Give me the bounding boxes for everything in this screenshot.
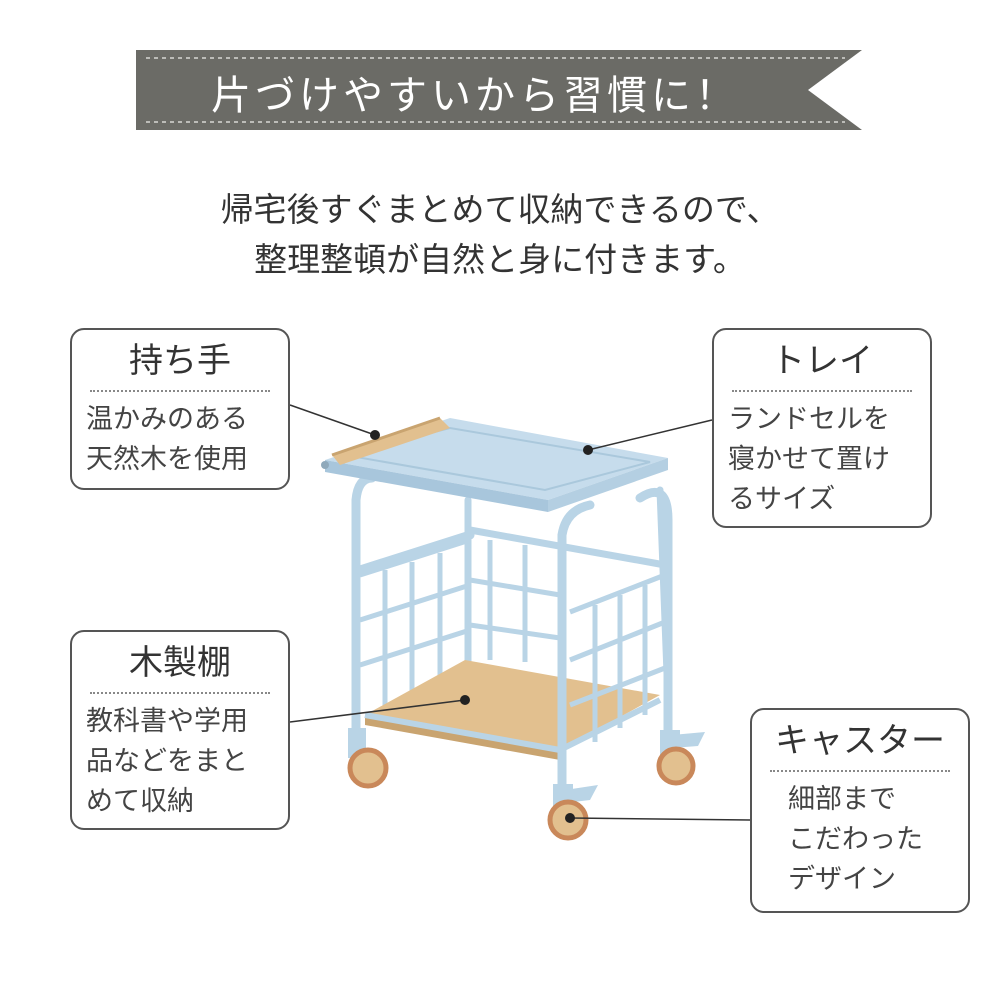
callout-shelf-line-1: 教科書や学用 <box>86 706 248 737</box>
wood-handle <box>331 416 450 465</box>
intro-line-2: 整理整頓が自然と身に付きます。 <box>254 240 746 279</box>
callout-shelf-body: 教科書や学用 品などをまと めて収納 <box>86 702 274 822</box>
front-frame <box>351 473 673 795</box>
caster-front-right <box>547 784 598 841</box>
wood-shelf <box>364 660 662 760</box>
callout-shelf-title: 木製棚 <box>90 640 270 694</box>
callout-tray-line-1: ランドセルを <box>728 404 890 435</box>
callout-caster-title: キャスター <box>770 718 950 772</box>
callout-shelf-line-2: 品などをまと <box>86 746 248 777</box>
left-grid <box>359 537 471 715</box>
callout-tray-line-3: るサイズ <box>728 484 836 515</box>
callout-caster-line-3: デザイン <box>788 864 896 895</box>
callout-shelf: 木製棚 教科書や学用 品などをまと めて収納 <box>70 630 290 830</box>
callout-handle-line-1: 温かみのある <box>86 404 248 435</box>
callout-shelf-line-3: めて収納 <box>86 786 194 817</box>
callout-tray-title: トレイ <box>732 338 912 392</box>
leader-lines <box>289 404 751 821</box>
callout-tray-line-2: 寝かせて置け <box>728 444 890 475</box>
caster-front-left <box>347 728 389 789</box>
callout-handle-line-2: 天然木を使用 <box>86 444 248 475</box>
right-grid <box>569 572 666 742</box>
title-banner: 片づけやすいから習慣に！ <box>0 0 1000 160</box>
callout-caster: キャスター 細部まで こだわった デザイン <box>750 708 970 913</box>
banner-ribbon-shape <box>136 50 862 130</box>
caster-back-right <box>656 730 705 786</box>
callout-handle-body: 温かみのある 天然木を使用 <box>86 400 274 480</box>
callout-handle: 持ち手 温かみのある 天然木を使用 <box>70 328 290 490</box>
callout-tray: トレイ ランドセルを 寝かせて置け るサイズ <box>712 328 932 528</box>
banner-title: 片づけやすいから習慣に！ <box>211 73 739 119</box>
intro-line-1: 帰宅後すぐまとめて収納できるので、 <box>220 190 780 229</box>
callout-tray-body: ランドセルを 寝かせて置け るサイズ <box>728 400 916 520</box>
callout-caster-line-1: 細部まで <box>788 784 896 815</box>
callout-handle-title: 持ち手 <box>90 338 270 392</box>
callout-caster-line-2: こだわった <box>788 824 923 855</box>
intro-text: 帰宅後すぐまとめて収納できるので、 整理整頓が自然と身に付きます。 <box>80 185 920 285</box>
back-grid <box>469 540 561 662</box>
callout-caster-body: 細部まで こだわった デザイン <box>766 780 954 900</box>
leader-dots <box>370 430 593 823</box>
